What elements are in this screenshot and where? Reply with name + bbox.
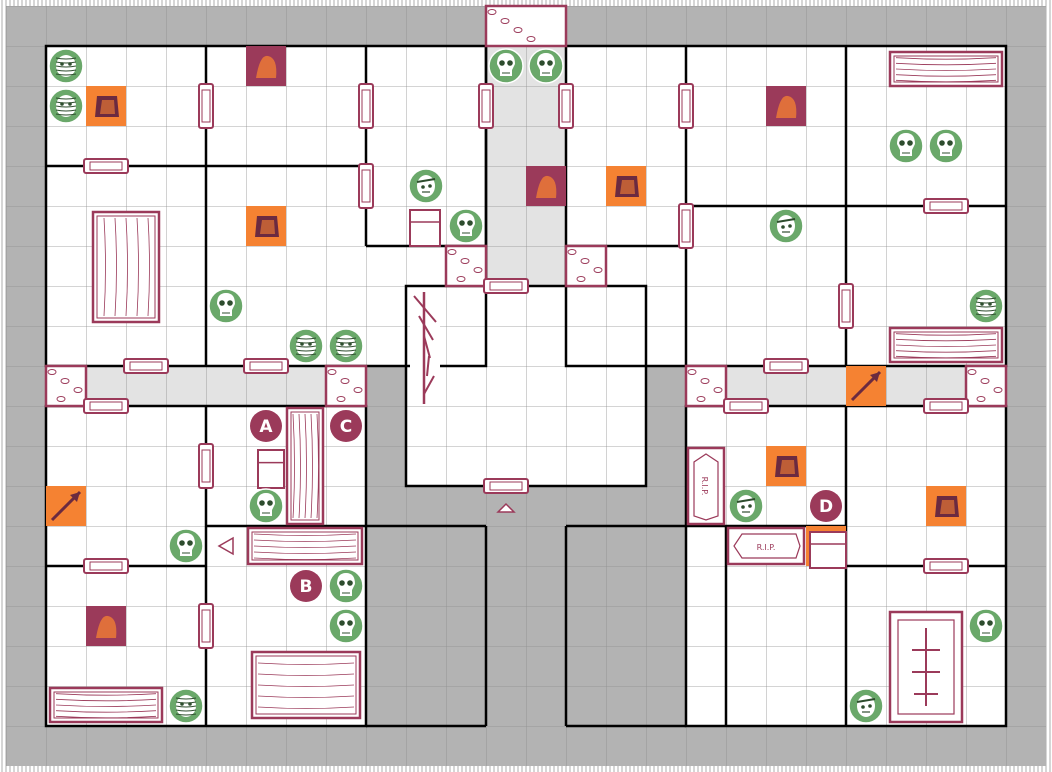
door[interactable] xyxy=(763,358,809,374)
pit-trap xyxy=(246,206,286,246)
table xyxy=(250,650,362,720)
rubble-block xyxy=(324,364,368,408)
door[interactable] xyxy=(678,83,694,129)
door[interactable] xyxy=(923,198,969,214)
marker-label: A xyxy=(259,417,273,437)
door[interactable] xyxy=(198,443,214,489)
chest xyxy=(409,209,441,247)
skeleton-token[interactable] xyxy=(248,488,284,524)
rubble-block xyxy=(964,364,1008,408)
mummy-token[interactable] xyxy=(968,288,1004,324)
skeleton-token[interactable] xyxy=(928,128,964,164)
skeleton-token[interactable] xyxy=(328,608,364,644)
skeleton-token[interactable] xyxy=(328,568,364,604)
arrow-up-icon xyxy=(496,502,516,513)
torture-rack xyxy=(285,406,325,526)
fireplace xyxy=(246,526,364,566)
mummy-token[interactable] xyxy=(48,88,84,124)
skeleton-token[interactable] xyxy=(888,128,924,164)
door[interactable] xyxy=(83,158,129,174)
chest xyxy=(809,531,847,569)
rubble-block xyxy=(564,244,608,288)
door[interactable] xyxy=(923,558,969,574)
throne xyxy=(526,166,566,206)
door[interactable] xyxy=(483,478,529,494)
skeleton-token[interactable] xyxy=(528,48,564,84)
door[interactable] xyxy=(198,83,214,129)
throne xyxy=(246,46,286,86)
zombie-token[interactable] xyxy=(408,168,444,204)
furniture: R.I.P. R.I.P. xyxy=(44,4,1008,724)
coffin: R.I.P. xyxy=(726,526,806,566)
skeleton-token[interactable] xyxy=(168,528,204,564)
marker-label: D xyxy=(819,497,833,517)
mummy-token[interactable] xyxy=(328,328,364,364)
marker-c[interactable]: C xyxy=(330,410,362,442)
mummy-token[interactable] xyxy=(48,48,84,84)
marker-a[interactable]: A xyxy=(250,410,282,442)
mummy-token[interactable] xyxy=(288,328,324,364)
zombie-token[interactable] xyxy=(768,208,804,244)
door[interactable] xyxy=(838,283,854,329)
door[interactable] xyxy=(678,203,694,249)
tomb xyxy=(888,610,964,724)
triangle-left-icon xyxy=(217,536,234,556)
rubble-block xyxy=(44,364,88,408)
spear-trap xyxy=(846,366,886,406)
door[interactable] xyxy=(558,83,574,129)
spear-trap xyxy=(46,486,86,526)
pit-trap xyxy=(86,86,126,126)
markers: A B C D xyxy=(250,410,842,602)
door[interactable] xyxy=(923,398,969,414)
skeleton-token[interactable] xyxy=(448,208,484,244)
skeleton-token[interactable] xyxy=(208,288,244,324)
pit-trap xyxy=(606,166,646,206)
mummy-token[interactable] xyxy=(168,688,204,724)
marker-d[interactable]: D xyxy=(810,490,842,522)
door[interactable] xyxy=(478,83,494,129)
bookcase xyxy=(888,326,1004,364)
coffin: R.I.P. xyxy=(686,446,726,526)
traps xyxy=(46,86,966,566)
skeleton-token[interactable] xyxy=(968,608,1004,644)
marker-label: B xyxy=(300,577,313,597)
rubble-block xyxy=(444,244,488,288)
door[interactable] xyxy=(83,558,129,574)
door[interactable] xyxy=(198,603,214,649)
weapon-stand xyxy=(410,290,440,404)
zombie-token[interactable] xyxy=(848,688,884,724)
rubble-block xyxy=(484,4,568,48)
pit-trap xyxy=(926,486,966,526)
bookcase xyxy=(888,50,1004,88)
weapon-rack xyxy=(48,686,164,724)
skeleton-token[interactable] xyxy=(488,48,524,84)
monsters xyxy=(48,48,1004,724)
marker-label: C xyxy=(340,417,352,437)
door[interactable] xyxy=(243,358,289,374)
door[interactable] xyxy=(83,398,129,414)
door[interactable] xyxy=(123,358,169,374)
door[interactable] xyxy=(483,278,529,294)
throne xyxy=(86,606,126,646)
chest xyxy=(257,449,285,489)
zombie-token[interactable] xyxy=(728,488,764,524)
pit-trap xyxy=(766,446,806,486)
table xyxy=(91,210,161,324)
coffin-label: R.I.P. xyxy=(700,477,709,496)
door[interactable] xyxy=(358,163,374,209)
door[interactable] xyxy=(358,83,374,129)
throne xyxy=(766,86,806,126)
door[interactable] xyxy=(723,398,769,414)
marker-b[interactable]: B xyxy=(290,570,322,602)
rubble-block xyxy=(684,364,728,408)
coffin-label: R.I.P. xyxy=(757,543,776,552)
doors xyxy=(83,83,969,649)
